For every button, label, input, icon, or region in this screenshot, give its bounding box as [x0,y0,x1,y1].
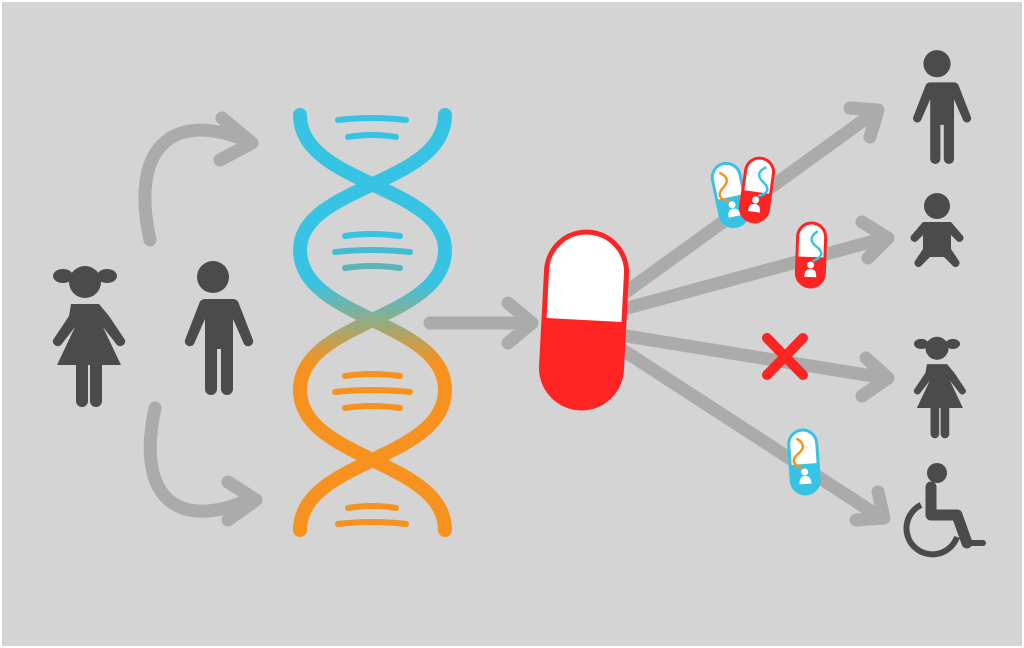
minipill-red-icon [794,221,828,289]
baby-icon [910,193,964,268]
arrowhead-dna-to-pill [501,296,539,350]
arrowhead-bottom [221,475,263,527]
arrowhead-top [213,111,259,167]
arrow-to-baby [613,231,892,317]
dna-helix-icon [292,108,453,537]
arrow-to-wheelchair-user [608,338,887,524]
arrow-to-girl [613,328,892,385]
curved-arrow-bottom [143,401,255,518]
wheelchair-user-icon [903,463,986,558]
curved-arrow-top [138,123,252,247]
capsule-icon [538,229,630,411]
minipill-blue-icon [786,427,822,497]
x-mark-icon [762,333,808,380]
